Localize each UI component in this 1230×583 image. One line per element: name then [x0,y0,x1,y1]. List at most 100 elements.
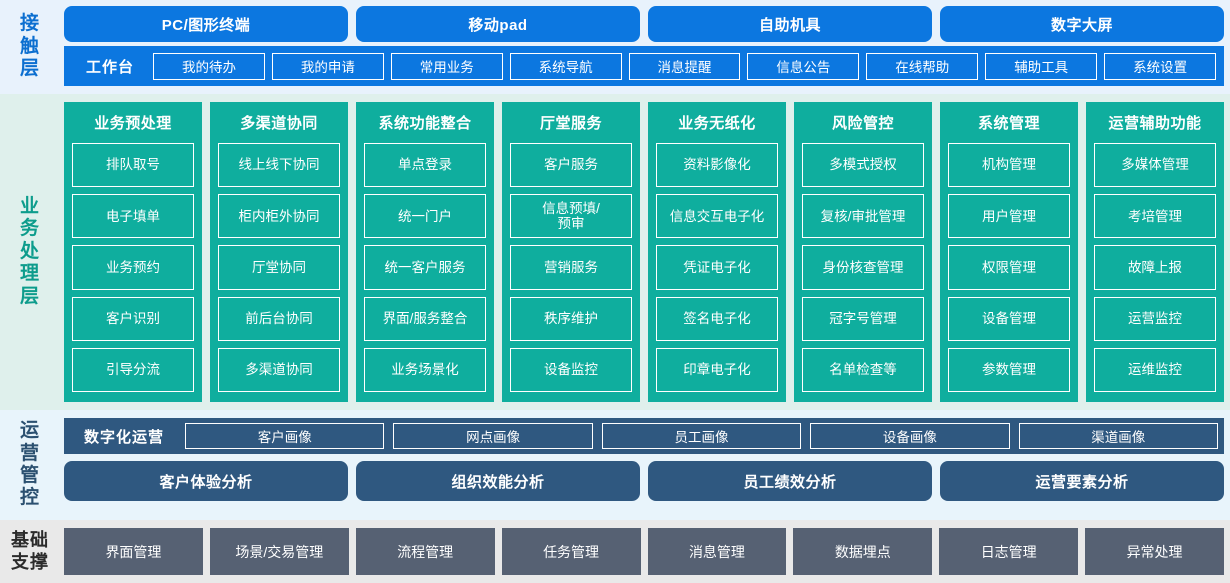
business-item[interactable]: 多渠道协同 [218,347,340,393]
analysis-customer-experience[interactable]: 客户体验分析 [64,461,348,501]
business-item[interactable]: 客户服务 [510,143,632,188]
business-item[interactable]: 信息交互电子化 [656,194,778,239]
business-item[interactable]: 设备管理 [948,296,1070,341]
business-item[interactable]: 客户识别 [72,296,194,341]
layer-contact-body: PC/图形终端 移动pad 自助机具 数字大屏 工作台 我的待办 我的申请 常用… [60,0,1230,94]
base-item-data-tracking[interactable]: 数据埋点 [793,528,933,575]
business-item[interactable]: 故障上报 [1094,245,1216,290]
channel-chip-self-service[interactable]: 自助机具 [648,6,932,42]
business-item[interactable]: 电子填单 [72,194,194,239]
base-support-row: 界面管理 场景/交易管理 流程管理 任务管理 消息管理 数据埋点 日志管理 异常… [64,528,1224,575]
workbench-item-common-business[interactable]: 常用业务 [390,52,503,80]
business-column-paperless: 业务无纸化 资料影像化 信息交互电子化 凭证电子化 签名电子化 印章电子化 [648,102,786,402]
business-column-title: 多渠道协同 [240,115,318,132]
layer-business-label: 业 务 处 理 层 [0,94,60,410]
layer-operations-label-char: 运 [19,420,40,442]
business-item[interactable]: 用户管理 [948,194,1070,239]
layer-operations-label: 运 营 管 控 [0,410,60,520]
business-item[interactable]: 单点登录 [364,143,486,188]
business-item[interactable]: 多模式授权 [802,143,924,188]
business-item[interactable]: 参数管理 [948,347,1070,393]
business-item[interactable]: 排队取号 [72,143,194,188]
business-item[interactable]: 资料影像化 [656,143,778,188]
business-item[interactable]: 信息预填/ 预审 [510,194,632,239]
portrait-branch[interactable]: 网点画像 [393,423,593,449]
business-item[interactable]: 身份核查管理 [802,245,924,290]
business-column-operation-support: 运营辅助功能 多媒体管理 考培管理 故障上报 运营监控 运维监控 [1086,102,1224,402]
business-column-pre-processing: 业务预处理 排队取号 电子填单 业务预约 客户识别 引导分流 [64,102,202,402]
business-item[interactable]: 统一门户 [364,194,486,239]
business-item[interactable]: 多媒体管理 [1094,143,1216,188]
business-item[interactable]: 印章电子化 [656,347,778,393]
business-item[interactable]: 柜内柜外协同 [218,194,340,239]
business-item[interactable]: 考培管理 [1094,194,1216,239]
portrait-customer[interactable]: 客户画像 [185,423,385,449]
layer-operations-label-char: 营 [19,442,40,464]
layer-base-support: 基础 支撑 界面管理 场景/交易管理 流程管理 任务管理 消息管理 数据埋点 日… [0,520,1230,583]
analysis-row: 客户体验分析 组织效能分析 员工绩效分析 运营要素分析 [64,461,1224,501]
workbench-item-system-navigation[interactable]: 系统导航 [509,52,622,80]
business-item[interactable]: 签名电子化 [656,296,778,341]
channel-row: PC/图形终端 移动pad 自助机具 数字大屏 [64,6,1224,42]
channel-chip-digital-screen[interactable]: 数字大屏 [940,6,1224,42]
workbench-item-information-bulletin[interactable]: 信息公告 [747,52,860,80]
business-item[interactable]: 前后台协同 [218,296,340,341]
workbench-item-system-settings[interactable]: 系统设置 [1104,52,1217,80]
portrait-employee[interactable]: 员工画像 [601,423,802,449]
business-item[interactable]: 界面/服务整合 [364,296,486,341]
business-item[interactable]: 设备监控 [510,347,632,393]
business-column-title: 系统管理 [977,115,1040,132]
business-column-system-management: 系统管理 机构管理 用户管理 权限管理 设备管理 参数管理 [940,102,1078,402]
business-column-title: 风险管控 [831,115,894,132]
base-item-exception-handling[interactable]: 异常处理 [1085,528,1224,575]
business-column-multichannel: 多渠道协同 线上线下协同 柜内柜外协同 厅堂协同 前后台协同 多渠道协同 [210,102,348,402]
business-column-title: 运营辅助功能 [1108,115,1202,132]
digital-operations-title: 数字化运营 [84,428,165,446]
workbench-item-auxiliary-tools[interactable]: 辅助工具 [985,52,1098,80]
layer-contact: 接 触 层 PC/图形终端 移动pad 自助机具 数字大屏 工作台 我的待办 我… [0,0,1230,94]
business-item[interactable]: 业务场景化 [364,347,486,393]
portrait-device[interactable]: 设备画像 [810,423,1010,449]
base-item-message-management[interactable]: 消息管理 [647,528,787,575]
base-item-scenario-transaction-management[interactable]: 场景/交易管理 [209,528,349,575]
base-item-log-management[interactable]: 日志管理 [939,528,1079,575]
business-item[interactable]: 冠字号管理 [802,296,924,341]
workbench-item-my-todo[interactable]: 我的待办 [153,52,265,80]
layer-business-label-char: 理 [19,263,40,285]
business-item[interactable]: 权限管理 [948,245,1070,290]
base-item-ui-management[interactable]: 界面管理 [64,528,203,575]
analysis-employee-performance[interactable]: 员工绩效分析 [648,461,932,501]
layer-contact-label: 接 触 层 [0,0,60,94]
layer-base-support-body: 界面管理 场景/交易管理 流程管理 任务管理 消息管理 数据埋点 日志管理 异常… [60,520,1230,583]
business-item[interactable]: 业务预约 [72,245,194,290]
business-item[interactable]: 名单检查等 [802,347,924,393]
workbench-title: 工作台 [86,58,135,76]
business-item[interactable]: 引导分流 [72,347,194,393]
business-item[interactable]: 统一客户服务 [364,245,486,290]
business-item[interactable]: 凭证电子化 [656,245,778,290]
business-item[interactable]: 复核/审批管理 [802,194,924,239]
business-item[interactable]: 机构管理 [948,143,1070,188]
base-item-task-management[interactable]: 任务管理 [501,528,641,575]
business-item[interactable]: 运维监控 [1094,347,1216,393]
business-item[interactable]: 厅堂协同 [218,245,340,290]
portrait-channel[interactable]: 渠道画像 [1018,423,1218,449]
analysis-organization-efficiency[interactable]: 组织效能分析 [356,461,640,501]
layer-base-support-label: 基础 支撑 [0,520,60,583]
workbench-item-my-application[interactable]: 我的申请 [271,52,384,80]
business-item[interactable]: 运营监控 [1094,296,1216,341]
business-item[interactable]: 营销服务 [510,245,632,290]
layer-operations-label-char: 管 [19,465,40,486]
analysis-operation-elements[interactable]: 运营要素分析 [940,461,1224,501]
channel-chip-pc[interactable]: PC/图形终端 [64,6,348,42]
layer-business-label-char: 务 [19,218,40,240]
workbench-item-message-reminder[interactable]: 消息提醒 [628,52,741,80]
base-item-process-management[interactable]: 流程管理 [355,528,495,575]
business-item[interactable]: 秩序维护 [510,296,632,341]
layer-base-support-label-line: 支撑 [11,551,49,572]
channel-chip-mobile-pad[interactable]: 移动pad [356,6,640,42]
layer-business: 业 务 处 理 层 业务预处理 排队取号 电子填单 业务预约 客户识别 引导分流… [0,94,1230,410]
business-item[interactable]: 线上线下协同 [218,143,340,188]
workbench-item-online-help[interactable]: 在线帮助 [866,52,979,80]
